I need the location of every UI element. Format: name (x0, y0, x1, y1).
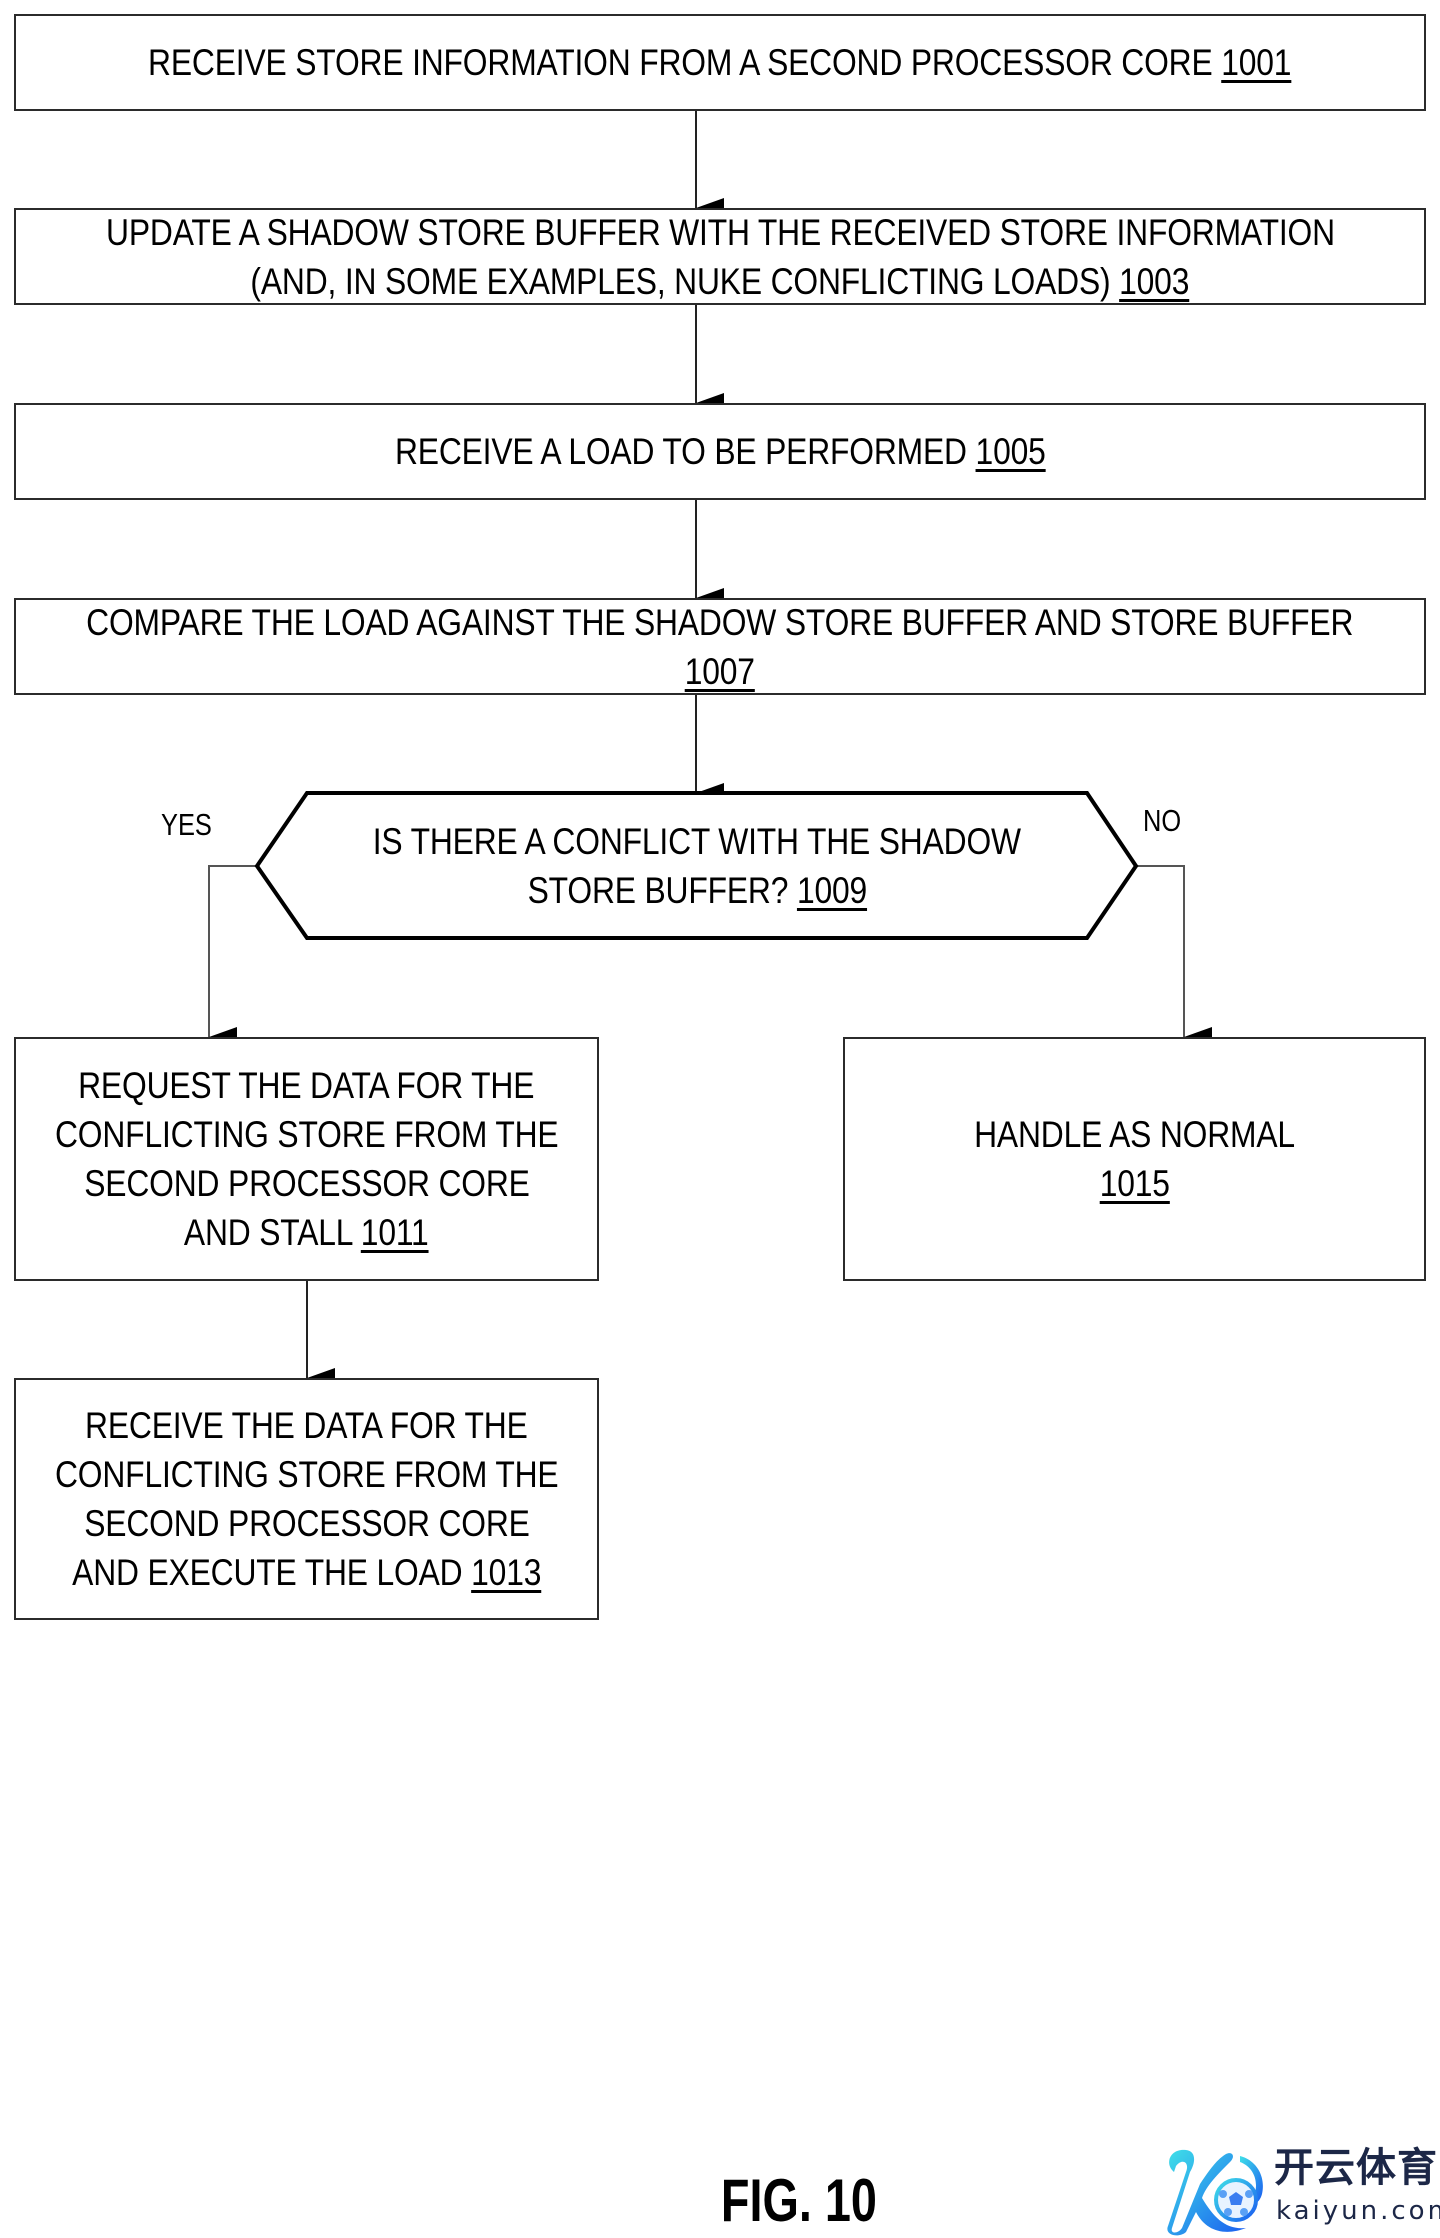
decision-1009-text-line-1: IS THERE A CONFLICT WITH THE SHADOW (372, 820, 1022, 862)
no-branch-label: NO (1143, 803, 1182, 838)
step-1005-text: RECEIVE A LOAD TO BE PERFORMED 1005 (394, 431, 1046, 472)
step-1001-box: RECEIVE STORE INFORMATION FROM A SECOND … (14, 14, 1426, 111)
step-1003-box: UPDATE A SHADOW STORE BUFFER WITH THE RE… (14, 208, 1426, 305)
watermark-text-en: kaiyun.com (1276, 2196, 1440, 2226)
step-1007-ref: 1007 (684, 650, 756, 692)
decision-1009: IS THERE A CONFLICT WITH THE SHADOW STOR… (307, 793, 1087, 938)
figure-label: FIG. 10 (720, 2167, 877, 2234)
step-1001-ref: 1001 (1221, 42, 1292, 83)
decision-1009-text-line-2: STORE BUFFER? 1009 (527, 869, 867, 911)
step-1007-box: COMPARE THE LOAD AGAINST THE SHADOW STOR… (14, 598, 1426, 695)
step-1011-ref: 1011 (361, 1212, 429, 1253)
step-1003-text-line-2: (AND, IN SOME EXAMPLES, NUKE CONFLICTING… (250, 260, 1190, 302)
step-1011-text-line-2: CONFLICTING STORE FROM THE (54, 1114, 559, 1155)
step-1003-ref: 1003 (1119, 260, 1190, 302)
step-1007-ref-line: 1007 (685, 647, 755, 696)
decision-1009-ref: 1009 (796, 869, 867, 911)
step-1001-text: RECEIVE STORE INFORMATION FROM A SECOND … (148, 42, 1292, 83)
step-1013-text-line-4: AND EXECUTE THE LOAD 1013 (71, 1552, 542, 1593)
edge-1009-to-1011-yes (208, 865, 257, 1047)
decision-1009-shape (254, 791, 1139, 940)
yes-branch-label: YES (161, 807, 212, 842)
step-1015-ref-line: 1015 (1099, 1159, 1169, 1208)
step-1005-box: RECEIVE A LOAD TO BE PERFORMED 1005 (14, 403, 1426, 500)
step-1013-ref: 1013 (470, 1552, 542, 1593)
step-1013-text-line-2: CONFLICTING STORE FROM THE (54, 1454, 559, 1495)
step-1013-text-line-3: SECOND PROCESSOR CORE (83, 1503, 530, 1544)
step-1013-box: RECEIVE THE DATA FOR THE CONFLICTING STO… (14, 1378, 599, 1620)
kaiyun-ball-logo-icon (1167, 2149, 1263, 2236)
step-1015-box: HANDLE AS NORMAL 1015 (843, 1037, 1426, 1281)
step-1013-text-line-1: RECEIVE THE DATA FOR THE (85, 1405, 528, 1446)
step-1015-ref: 1015 (1099, 1163, 1170, 1204)
step-1003-text-line-1: UPDATE A SHADOW STORE BUFFER WITH THE RE… (105, 211, 1335, 253)
step-1011-box: REQUEST THE DATA FOR THE CONFLICTING STO… (14, 1037, 599, 1281)
step-1005-ref: 1005 (975, 431, 1046, 472)
step-1011-text-line-1: REQUEST THE DATA FOR THE (78, 1065, 535, 1106)
watermark-logo: 开云体育 kaiyun.com (1156, 2142, 1440, 2238)
step-1015-text: HANDLE AS NORMAL (974, 1114, 1295, 1155)
watermark-text-cn: 开云体育 (1274, 2146, 1438, 2190)
step-1011-text-line-3: SECOND PROCESSOR CORE (83, 1163, 530, 1204)
step-1011-text-line-4: AND STALL 1011 (184, 1212, 429, 1253)
step-1007-text: COMPARE THE LOAD AGAINST THE SHADOW STOR… (86, 601, 1354, 643)
edge-1009-to-1015-no (1136, 865, 1212, 1047)
